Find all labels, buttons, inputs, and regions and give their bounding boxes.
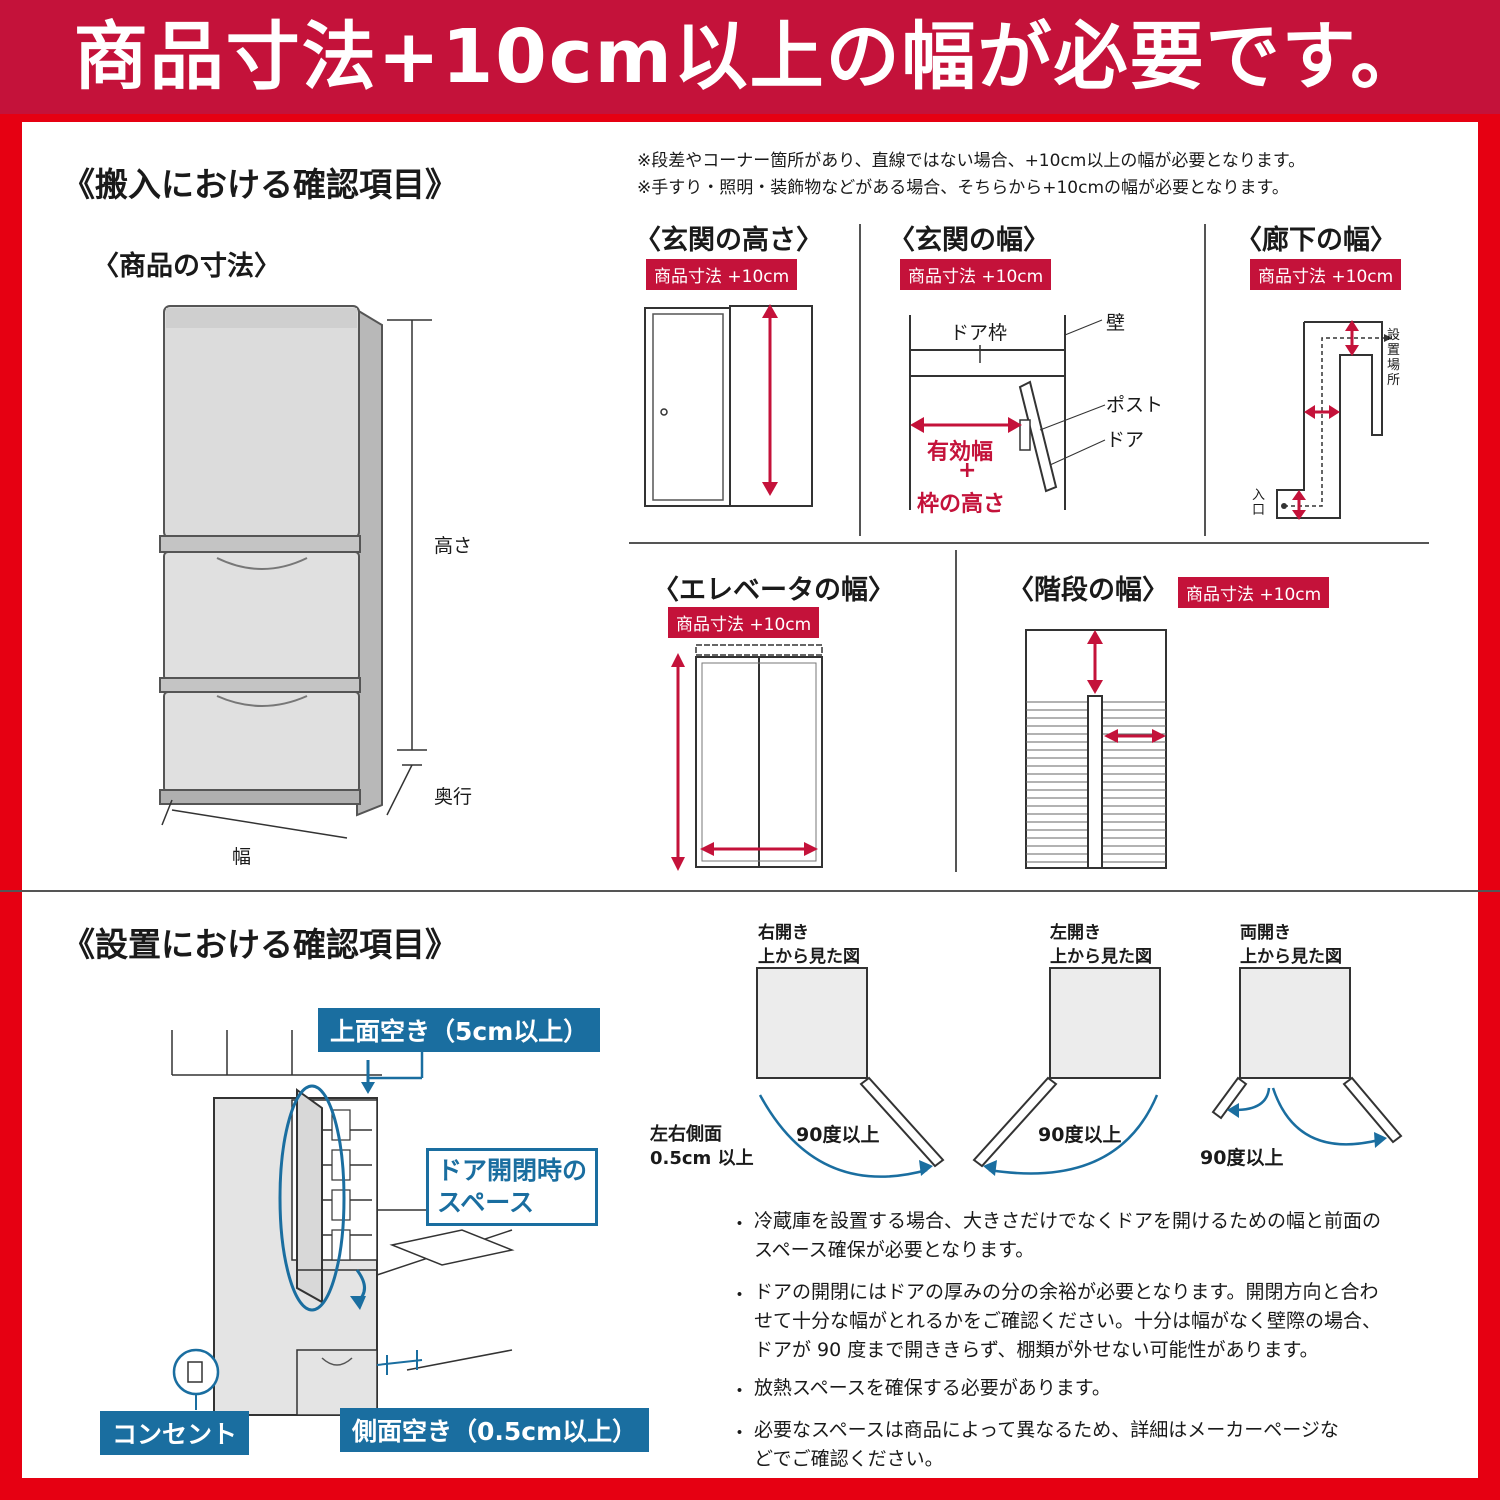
left-open-sub: 上から見た図 [1050,947,1152,967]
door-space-label: ドア開閉時の スペース [426,1148,599,1226]
wall-label: 壁 [1106,312,1126,334]
elevator-width-tag: 商品寸法 +10cm [668,607,820,638]
bullet-item-3: 放熱スペースを確保する必要があります。 [754,1377,1111,1399]
corridor-width-title: 〈廊下の幅〉 [1235,225,1397,256]
frame-height-label: 枠の高さ [917,492,1006,517]
bullet-mark: ・ [730,1213,750,1235]
divider [1204,224,1206,536]
note-2: ※手すり・照明・装飾物などがある場合、そちらから+10cmの幅が必要となります。 [637,178,1289,198]
installation-section-title: 《設置における確認項目》 [62,925,458,964]
height-label: 高さ [434,535,473,557]
installation-illustration [171,1030,515,1416]
delivery-section-title: 《搬入における確認項目》 [62,165,458,204]
left-open-title: 左開き [1050,923,1101,943]
install-place-label: 設置場所 [1387,328,1401,388]
elevator-diagram [671,644,823,871]
right-open-title: 右開き [758,923,809,943]
corridor-width-tag: 商品寸法 +10cm [1250,259,1402,290]
right-open-sub: 上から見た図 [758,947,860,967]
outlet-label: コンセント [100,1411,250,1455]
double-open-sub: 上から見た図 [1240,947,1342,967]
bullet-mark: ・ [730,1422,750,1444]
corridor-diagram [1276,320,1392,520]
entrance-width-tag: 商品寸法 +10cm [900,259,1052,290]
top-view-diagrams [756,967,1403,1178]
divider [859,224,861,536]
product-dimensions-title: 〈商品の寸法〉 [92,251,281,282]
door-space-line-1: ドア開閉時の [437,1156,588,1185]
divider [629,542,1429,544]
bullet-mark: ・ [730,1380,750,1402]
stairs-width-title: 〈階段の幅〉 [1007,575,1169,606]
entrance-width-title: 〈玄関の幅〉 [888,225,1050,256]
door-label: ドア [1106,429,1145,451]
side-note-line-2: 0.5cm 以上 [650,1148,754,1169]
side-note-line-1: 左右側面 [650,1124,722,1145]
bullet-item-4: 必要なスペースは商品によって異なるため、詳細はメーカーページな どでご確認くださ… [754,1419,1339,1470]
header-banner: 商品寸法+10cm以上の幅が必要です。 [0,0,1500,122]
door-frame-label: ドア枠 [950,322,1008,344]
banner-title: 商品寸法+10cm以上の幅が必要です。 [73,14,1427,100]
depth-label: 奥行 [434,786,473,808]
plus-label: + [958,458,977,483]
elevator-width-title: 〈エレベータの幅〉 [652,575,895,606]
side-clearance-label: 側面空き（0.5cm以上） [340,1408,650,1452]
right-open-angle: 90度以上 [796,1124,880,1146]
stairs-width-tag: 商品寸法 +10cm [1178,577,1330,608]
top-clearance-label: 上面空き（5cm以上） [318,1008,601,1052]
bullet-item-1: 冷蔵庫を設置する場合、大きさだけでなくドアを開けるための幅と前面の スペース確保… [754,1210,1382,1261]
entrance-width-diagram [909,315,1106,510]
note-1: ※段差やコーナー箇所があり、直線ではない場合、+10cm以上の幅が必要となります… [637,151,1306,171]
fridge-illustration [159,305,432,839]
section-divider [0,890,1500,892]
bullet-mark: ・ [730,1284,750,1306]
width-label: 幅 [232,846,252,868]
bullet-item-2: ドアの開閉にはドアの厚みの分の余裕が必要となります。開閉方向と合わ せて十分な幅… [754,1281,1382,1361]
effective-width-label: 有効幅 [927,440,994,465]
post-label: ポスト [1106,394,1164,416]
double-open-angle: 90度以上 [1200,1147,1284,1169]
entrance-height-tag: 商品寸法 +10cm [646,259,798,290]
entrance-height-title: 〈玄関の高さ〉 [634,225,823,256]
double-open-title: 両開き [1240,923,1291,943]
stairs-diagram [1025,629,1167,869]
entrance-label: 入口 [1252,488,1266,518]
divider [955,550,957,872]
door-space-line-2: スペース [437,1188,535,1217]
left-open-angle: 90度以上 [1038,1124,1122,1146]
entrance-height-diagram [644,304,813,507]
